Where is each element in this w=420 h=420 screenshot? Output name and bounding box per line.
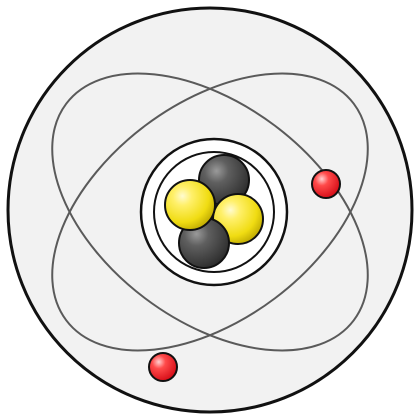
electron-bottom-left <box>149 353 177 381</box>
electron-right <box>312 170 340 198</box>
proton-left <box>165 180 215 230</box>
